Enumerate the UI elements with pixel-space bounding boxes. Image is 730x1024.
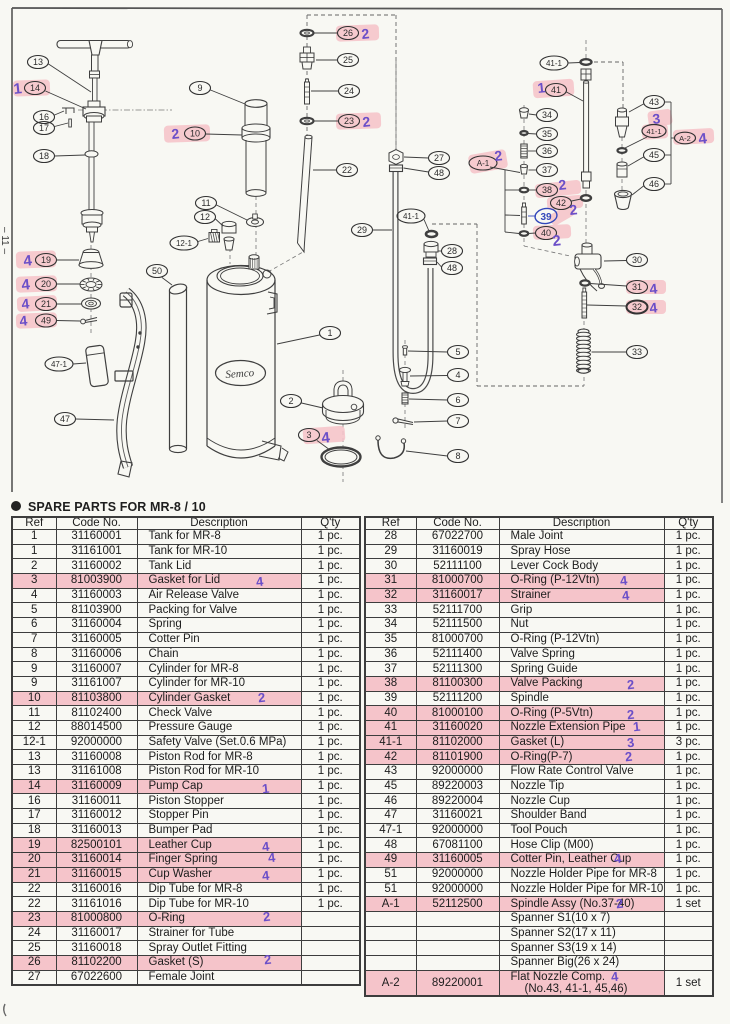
- svg-text:43: 43: [649, 97, 659, 107]
- svg-text:50: 50: [152, 266, 162, 276]
- svg-text:37: 37: [542, 165, 552, 175]
- svg-text:20: 20: [41, 279, 51, 289]
- svg-text:34: 34: [542, 110, 552, 120]
- svg-text:10: 10: [190, 129, 200, 139]
- svg-text:A-2: A-2: [679, 134, 691, 143]
- svg-text:41-1: 41-1: [546, 59, 563, 68]
- svg-text:4: 4: [23, 252, 34, 270]
- svg-text:48: 48: [447, 263, 457, 273]
- svg-text:31: 31: [632, 282, 642, 292]
- svg-text:11: 11: [201, 198, 210, 208]
- svg-text:9: 9: [197, 83, 202, 93]
- svg-text:32: 32: [632, 302, 642, 312]
- svg-text:8: 8: [455, 451, 460, 461]
- svg-text:23: 23: [344, 116, 354, 126]
- svg-text:2: 2: [552, 232, 562, 250]
- svg-text:1: 1: [13, 80, 23, 98]
- svg-text:2: 2: [362, 113, 372, 130]
- svg-text:48: 48: [434, 168, 444, 178]
- svg-text:1: 1: [537, 79, 547, 96]
- svg-text:42: 42: [556, 198, 566, 208]
- svg-text:A-1: A-1: [477, 159, 490, 168]
- svg-text:26: 26: [343, 28, 353, 38]
- svg-text:1: 1: [327, 328, 332, 338]
- svg-text:4: 4: [455, 370, 460, 380]
- svg-text:6: 6: [455, 395, 460, 405]
- svg-text:17: 17: [39, 123, 49, 133]
- svg-text:5: 5: [455, 347, 460, 357]
- svg-text:2: 2: [288, 396, 293, 406]
- svg-text:47-1: 47-1: [51, 360, 68, 369]
- svg-text:29: 29: [357, 225, 367, 235]
- svg-text:3: 3: [652, 110, 662, 127]
- svg-text:2: 2: [569, 201, 579, 218]
- svg-text:2: 2: [171, 125, 181, 142]
- svg-text:– 11 –: – 11 –: [0, 227, 10, 254]
- svg-text:28: 28: [447, 246, 457, 256]
- svg-text:2: 2: [361, 25, 371, 42]
- svg-text:7: 7: [455, 416, 460, 426]
- svg-text:3: 3: [306, 430, 311, 440]
- svg-text:4: 4: [698, 130, 709, 148]
- svg-text:25: 25: [343, 55, 353, 65]
- svg-text:40: 40: [541, 228, 551, 238]
- svg-text:12-1: 12-1: [176, 239, 193, 248]
- svg-text:2: 2: [558, 176, 568, 193]
- svg-text:49: 49: [41, 316, 51, 326]
- svg-text:12: 12: [200, 212, 210, 222]
- svg-text:45: 45: [649, 150, 659, 160]
- svg-text:Semco: Semco: [225, 367, 255, 381]
- svg-text:21: 21: [41, 299, 51, 309]
- svg-text:4: 4: [21, 295, 31, 312]
- svg-text:41-1: 41-1: [403, 212, 420, 221]
- svg-text:39: 39: [540, 212, 552, 223]
- svg-text:4: 4: [649, 280, 659, 297]
- svg-text:4: 4: [321, 429, 332, 447]
- svg-text:36: 36: [542, 146, 552, 156]
- svg-text:19: 19: [41, 255, 51, 265]
- svg-text:35: 35: [542, 129, 552, 139]
- svg-text:4: 4: [21, 276, 32, 294]
- svg-text:33: 33: [632, 347, 642, 357]
- svg-text:14: 14: [30, 83, 40, 93]
- svg-text:4: 4: [19, 312, 29, 329]
- svg-text:30: 30: [632, 255, 642, 265]
- svg-text:41: 41: [551, 85, 561, 95]
- svg-text:41-1: 41-1: [646, 127, 661, 136]
- svg-text:22: 22: [342, 165, 352, 175]
- svg-text:16: 16: [39, 112, 49, 122]
- svg-text:27: 27: [434, 153, 444, 163]
- svg-text:13: 13: [33, 57, 43, 67]
- svg-text:46: 46: [649, 179, 659, 189]
- svg-text:47: 47: [60, 414, 70, 424]
- svg-text:24: 24: [344, 86, 354, 96]
- svg-text:2: 2: [494, 147, 504, 164]
- svg-text:18: 18: [39, 151, 49, 161]
- svg-text:38: 38: [542, 185, 552, 195]
- svg-text:4: 4: [649, 299, 659, 316]
